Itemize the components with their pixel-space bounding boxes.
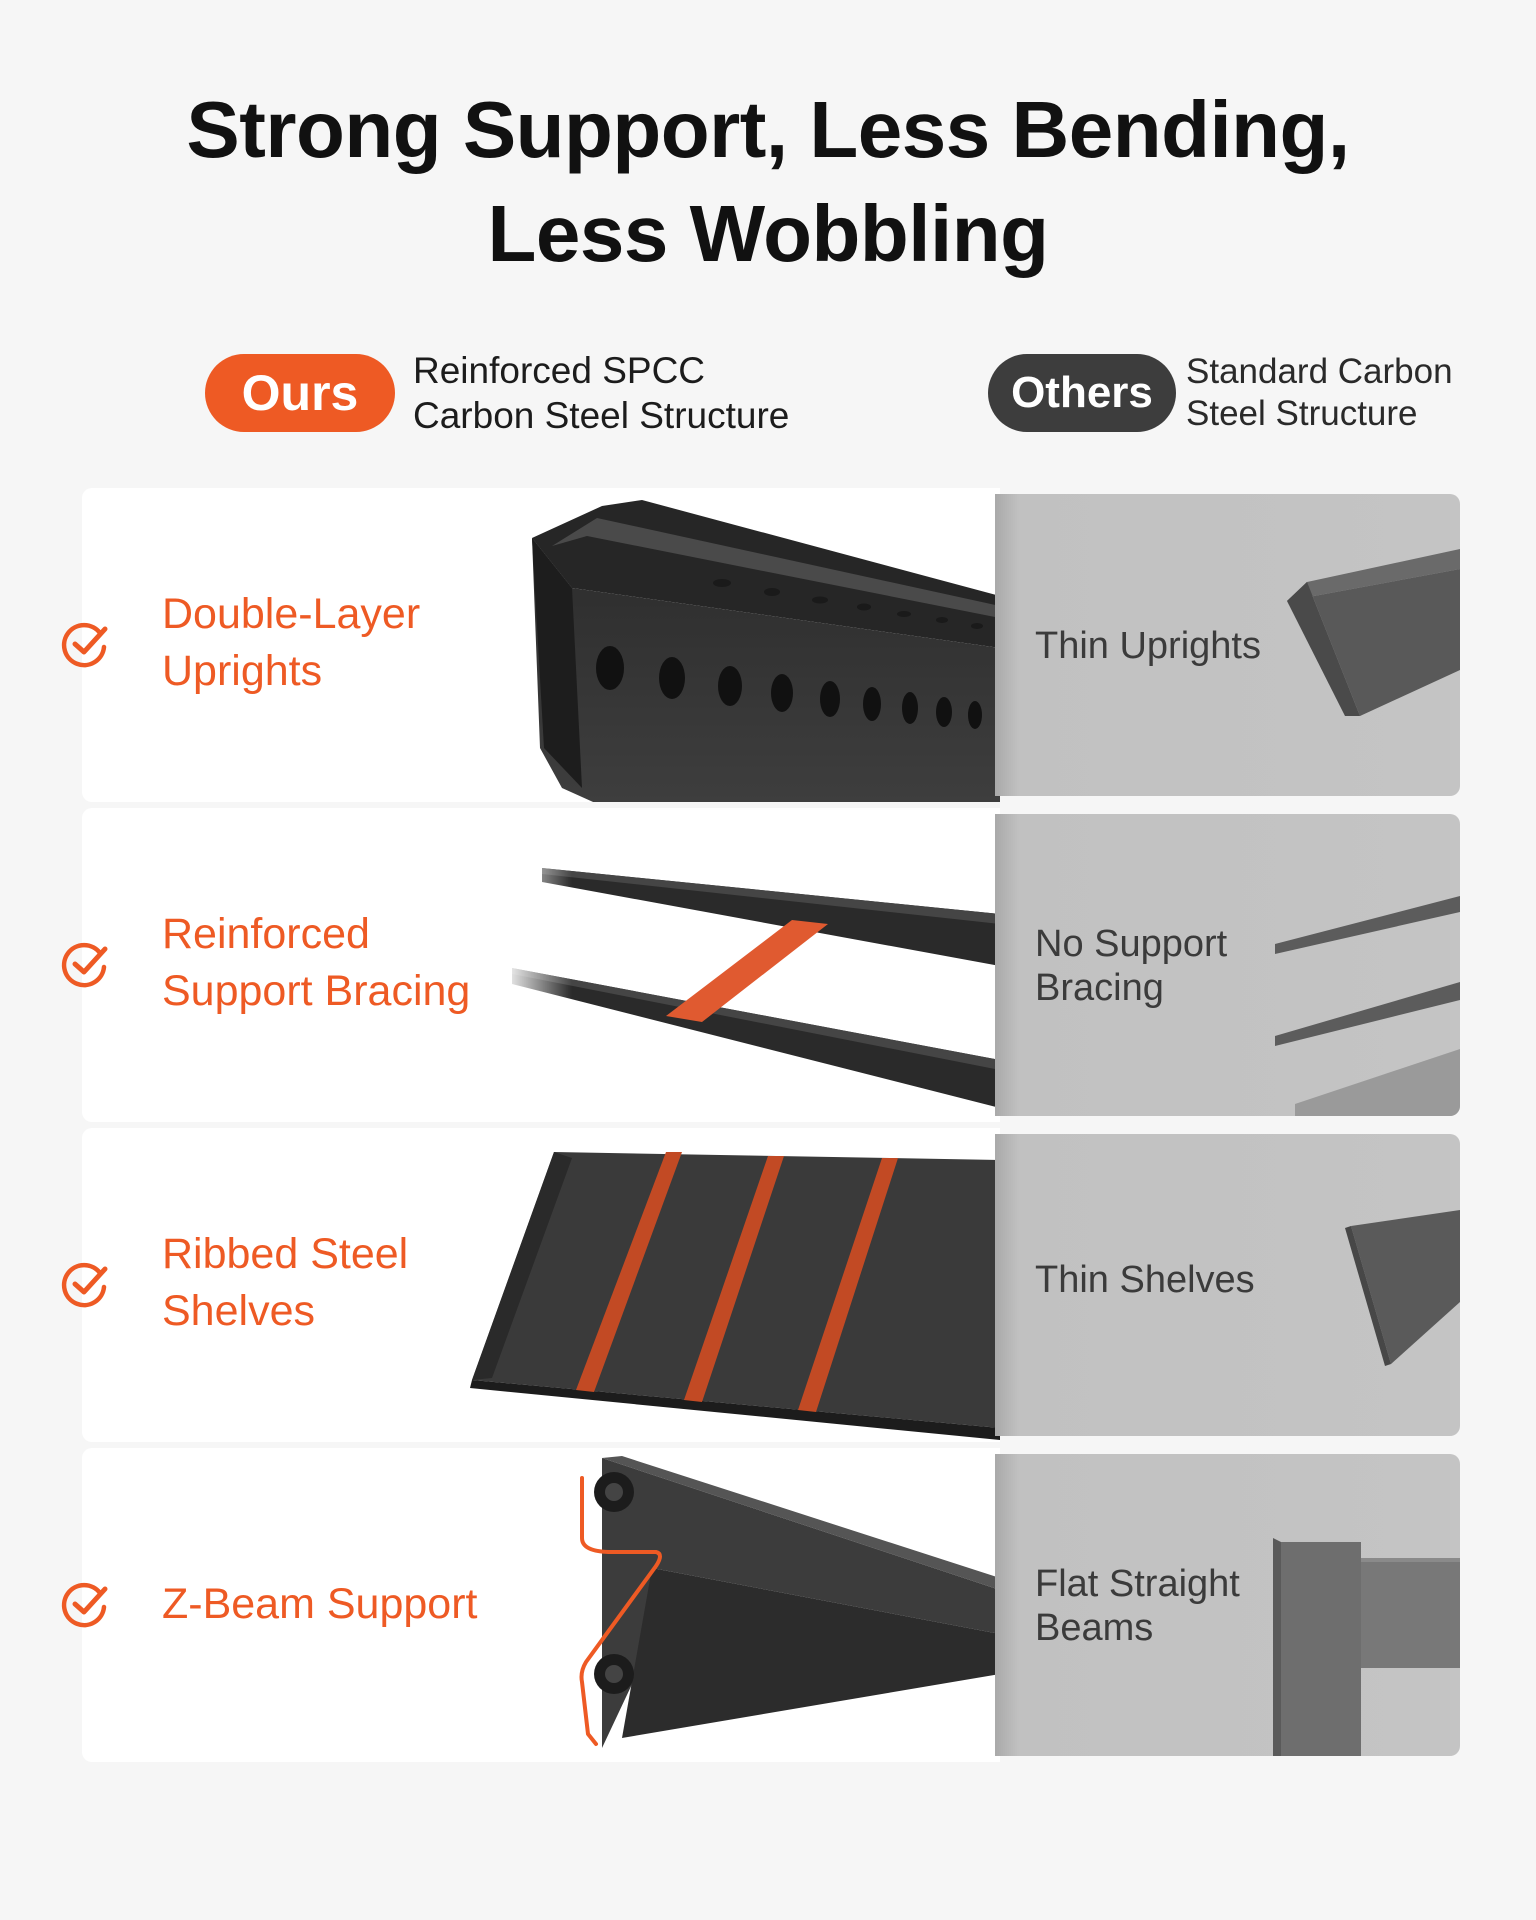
ours-card-uprights xyxy=(82,488,1000,802)
feature-label-line-1: Reinforced xyxy=(162,910,370,958)
check-circle-icon xyxy=(61,1262,108,1308)
comparison-row-beams: Z-Beam Support Flat Straight Beams xyxy=(61,1448,1460,1762)
page-title-line-1: Strong Support, Less Bending, xyxy=(186,85,1350,174)
ours-description-line-2: Carbon Steel Structure xyxy=(413,395,790,436)
legend-others: Others Standard Carbon Steel Structure xyxy=(988,348,1453,438)
thin-rail-illustration xyxy=(1275,896,1460,1116)
check-circle-icon xyxy=(61,942,108,988)
others-label-line-1: No Support xyxy=(1035,923,1228,965)
legend-ours: Ours Reinforced SPCC Carbon Steel Struct… xyxy=(205,348,789,438)
others-label-line-1: Flat Straight xyxy=(1035,1563,1240,1605)
ours-description-line-1: Reinforced SPCC xyxy=(413,350,706,391)
others-description-line-1: Standard Carbon xyxy=(1186,352,1453,391)
others-label-uprights: Thin Uprights xyxy=(1035,624,1261,668)
double-layer-upright-illustration xyxy=(532,500,1000,802)
check-circle-icon xyxy=(61,622,108,668)
others-label-line-2: Bracing xyxy=(1035,967,1164,1009)
ours-card-bracing xyxy=(82,808,1000,1122)
others-badge: Others xyxy=(988,354,1176,432)
others-label-line-1: Thin Shelves xyxy=(1035,1259,1255,1301)
feature-label-line-2: Shelves xyxy=(162,1287,315,1335)
feature-label-bracing: Reinforced Support Bracing xyxy=(162,906,470,1020)
others-label-beams: Flat Straight Beams xyxy=(1035,1562,1240,1650)
others-card-beams: Flat Straight Beams xyxy=(995,1454,1460,1756)
others-description-line-2: Steel Structure xyxy=(1186,394,1418,433)
thin-upright-illustration xyxy=(1287,549,1460,716)
feature-label-line-2: Uprights xyxy=(162,647,323,695)
comparison-row-bracing: Reinforced Support Bracing No Support Br… xyxy=(61,808,1460,1122)
others-card-uprights: Thin Uprights xyxy=(995,494,1460,796)
z-beam-illustration xyxy=(579,1456,1000,1748)
comparison-row-uprights: Double-Layer Uprights Thin Uprights xyxy=(61,488,1460,802)
others-label-bracing: No Support Bracing xyxy=(1035,922,1227,1010)
feature-label-uprights: Double-Layer Uprights xyxy=(162,586,420,700)
others-label-line-2: Beams xyxy=(1035,1607,1154,1649)
others-card-shelves: Thin Shelves xyxy=(995,1134,1460,1436)
others-label-line-1: Thin Uprights xyxy=(1035,625,1261,667)
others-label-shelves: Thin Shelves xyxy=(1035,1258,1255,1302)
ours-card-shelves xyxy=(82,1128,1000,1442)
feature-label-line-1: Z-Beam Support xyxy=(162,1580,478,1628)
ribbed-shelf-illustration xyxy=(470,1152,1000,1440)
ours-description: Reinforced SPCC Carbon Steel Structure xyxy=(413,348,789,438)
feature-label-shelves: Ribbed Steel Shelves xyxy=(162,1226,408,1340)
check-circle-icon xyxy=(61,1582,108,1628)
feature-label-line-1: Ribbed Steel xyxy=(162,1230,409,1278)
page-title: Strong Support, Less Bending, Less Wobbl… xyxy=(0,78,1536,286)
others-card-bracing: No Support Bracing xyxy=(995,814,1460,1116)
comparison-row-shelves: Ribbed Steel Shelves Thin Shelves xyxy=(61,1128,1460,1442)
ours-card-beams xyxy=(82,1448,1000,1762)
feature-label-beams: Z-Beam Support xyxy=(162,1576,477,1633)
others-description: Standard Carbon Steel Structure xyxy=(1186,351,1453,435)
thin-shelf-illustration xyxy=(1345,1210,1460,1366)
flat-beam-illustration xyxy=(1273,1538,1460,1756)
feature-label-line-2: Support Bracing xyxy=(162,967,471,1015)
support-bracing-illustration xyxy=(502,848,1000,1108)
feature-label-line-1: Double-Layer xyxy=(162,590,421,638)
ours-badge: Ours xyxy=(205,354,395,432)
page-title-line-2: Less Wobbling xyxy=(487,189,1049,278)
